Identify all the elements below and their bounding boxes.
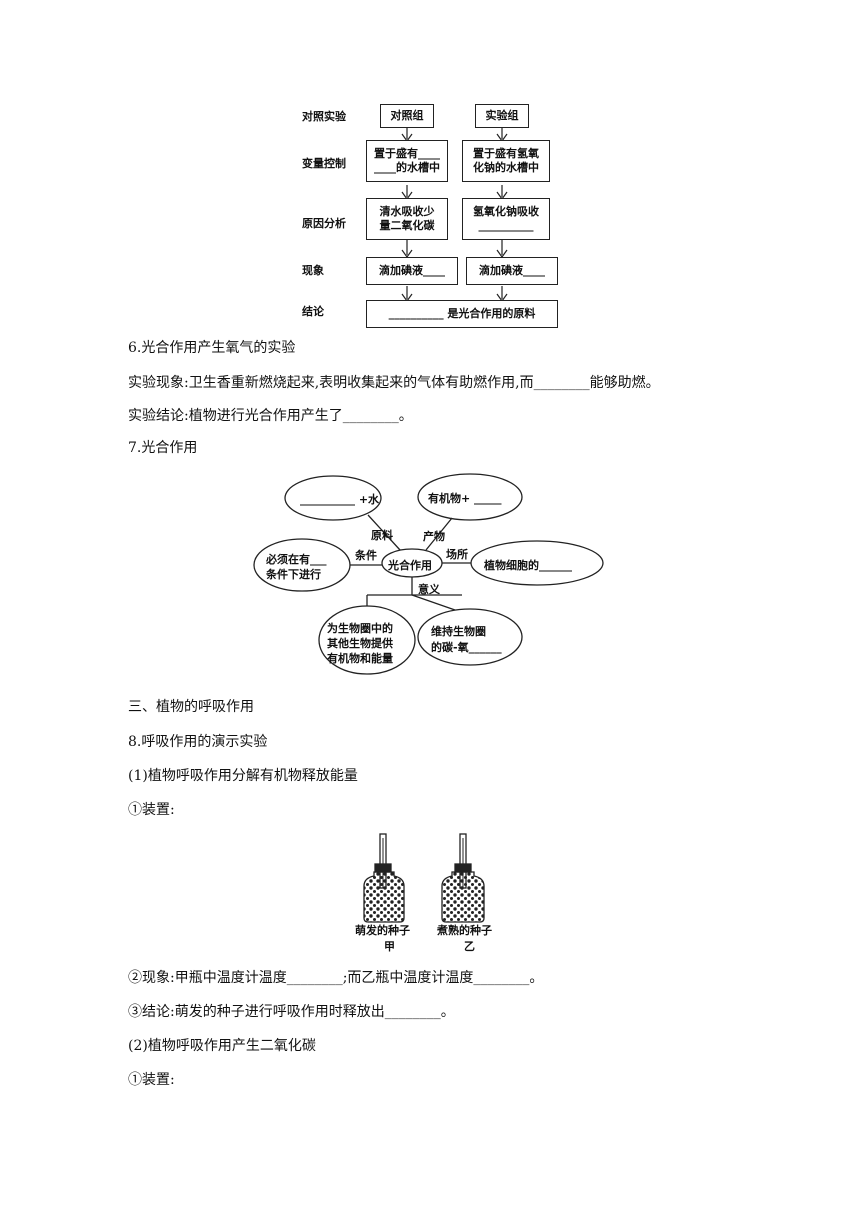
mindmap-condition-line2: 条件下进行 <box>266 568 321 581</box>
sec8-phenomenon: ②现象:甲瓶中温度计温度________;而乙瓶中温度计温度________。 <box>128 970 544 986</box>
mindmap-meaning2-line2: 的碳-氧______ <box>431 641 502 654</box>
sec3-heading: 三、植物的呼吸作用 <box>128 699 254 715</box>
mindmap-center: 光合作用 <box>388 559 432 572</box>
mindmap-lines <box>253 473 604 675</box>
mindmap-raw-ellipse: __________ +水 <box>300 493 380 506</box>
mindmap-place-ellipse: 植物细胞的______ <box>484 559 572 572</box>
variable-control-box: 置于盛有________的水槽中 <box>366 140 448 182</box>
sec6-conclusion: 实验结论:植物进行光合作用产生了________。 <box>128 408 413 424</box>
sec8-sub2: (2)植物呼吸作用产生二氧化碳 <box>128 1038 316 1054</box>
mindmap-condition-line1: 必须在有___ <box>266 553 327 566</box>
bottle-b-name: 乙 <box>464 940 475 953</box>
row-label-conclusion: 结论 <box>302 305 324 318</box>
phenomenon-control-box: 滴加碘液____ <box>366 257 458 285</box>
row-label-cause: 原因分析 <box>302 217 346 230</box>
experiment-group-box: 实验组 <box>475 104 529 128</box>
row-label-phenomenon: 现象 <box>302 264 324 277</box>
sec8-conclusion: ③结论:萌发的种子进行呼吸作用时释放出________。 <box>128 1004 455 1020</box>
sec8-device1: ①装置: <box>128 802 175 818</box>
mindmap-label-product: 产物 <box>423 530 445 543</box>
bottle-a-name: 甲 <box>384 940 395 953</box>
sec6-phenomenon: 实验现象:卫生香重新燃烧起来,表明收集起来的气体有助燃作用,而________能… <box>128 375 660 391</box>
mindmap-label-raw: 原料 <box>371 529 393 542</box>
mindmap-product-ellipse: 有机物+ _____ <box>428 492 502 505</box>
bottle-b-label: 煮熟的种子 <box>437 924 492 937</box>
sec7-heading: 7.光合作用 <box>128 440 198 456</box>
row-label-control-exp: 对照实验 <box>302 110 346 123</box>
mindmap-meaning2-line1: 维持生物圈 <box>431 625 486 638</box>
phenomenon-experiment-box: 滴加碘液____ <box>466 257 558 285</box>
cause-control-box: 清水吸收少量二氧化碳 <box>366 198 448 240</box>
mindmap-label-place: 场所 <box>446 548 468 561</box>
sec8-heading: 8.呼吸作用的演示实验 <box>128 734 268 750</box>
mindmap-meaning1-line3: 有机物和能量 <box>327 652 393 665</box>
variable-experiment-box: 置于盛有氢氧化钠的水槽中 <box>462 140 550 182</box>
sec6-heading: 6.光合作用产生氧气的实验 <box>128 340 296 356</box>
sec8-device2: ①装置: <box>128 1072 175 1088</box>
mindmap-meaning1-line1: 为生物圈中的 <box>327 622 393 635</box>
conclusion-box: __________ 是光合作用的原料 <box>366 300 558 328</box>
row-label-variable: 变量控制 <box>302 157 346 170</box>
bottle-a <box>363 833 405 923</box>
control-group-box: 对照组 <box>380 104 434 128</box>
sec8-sub1: (1)植物呼吸作用分解有机物释放能量 <box>128 768 358 784</box>
bottle-a-label: 萌发的种子 <box>355 924 410 937</box>
bottle-drawing <box>363 833 485 923</box>
mindmap-label-meaning: 意义 <box>418 583 440 596</box>
cause-experiment-box: 氢氧化钠吸收__________ <box>462 198 550 240</box>
mindmap-meaning1-line2: 其他生物提供 <box>327 637 393 650</box>
bottle-b <box>441 833 485 923</box>
mindmap-label-condition: 条件 <box>355 549 377 562</box>
